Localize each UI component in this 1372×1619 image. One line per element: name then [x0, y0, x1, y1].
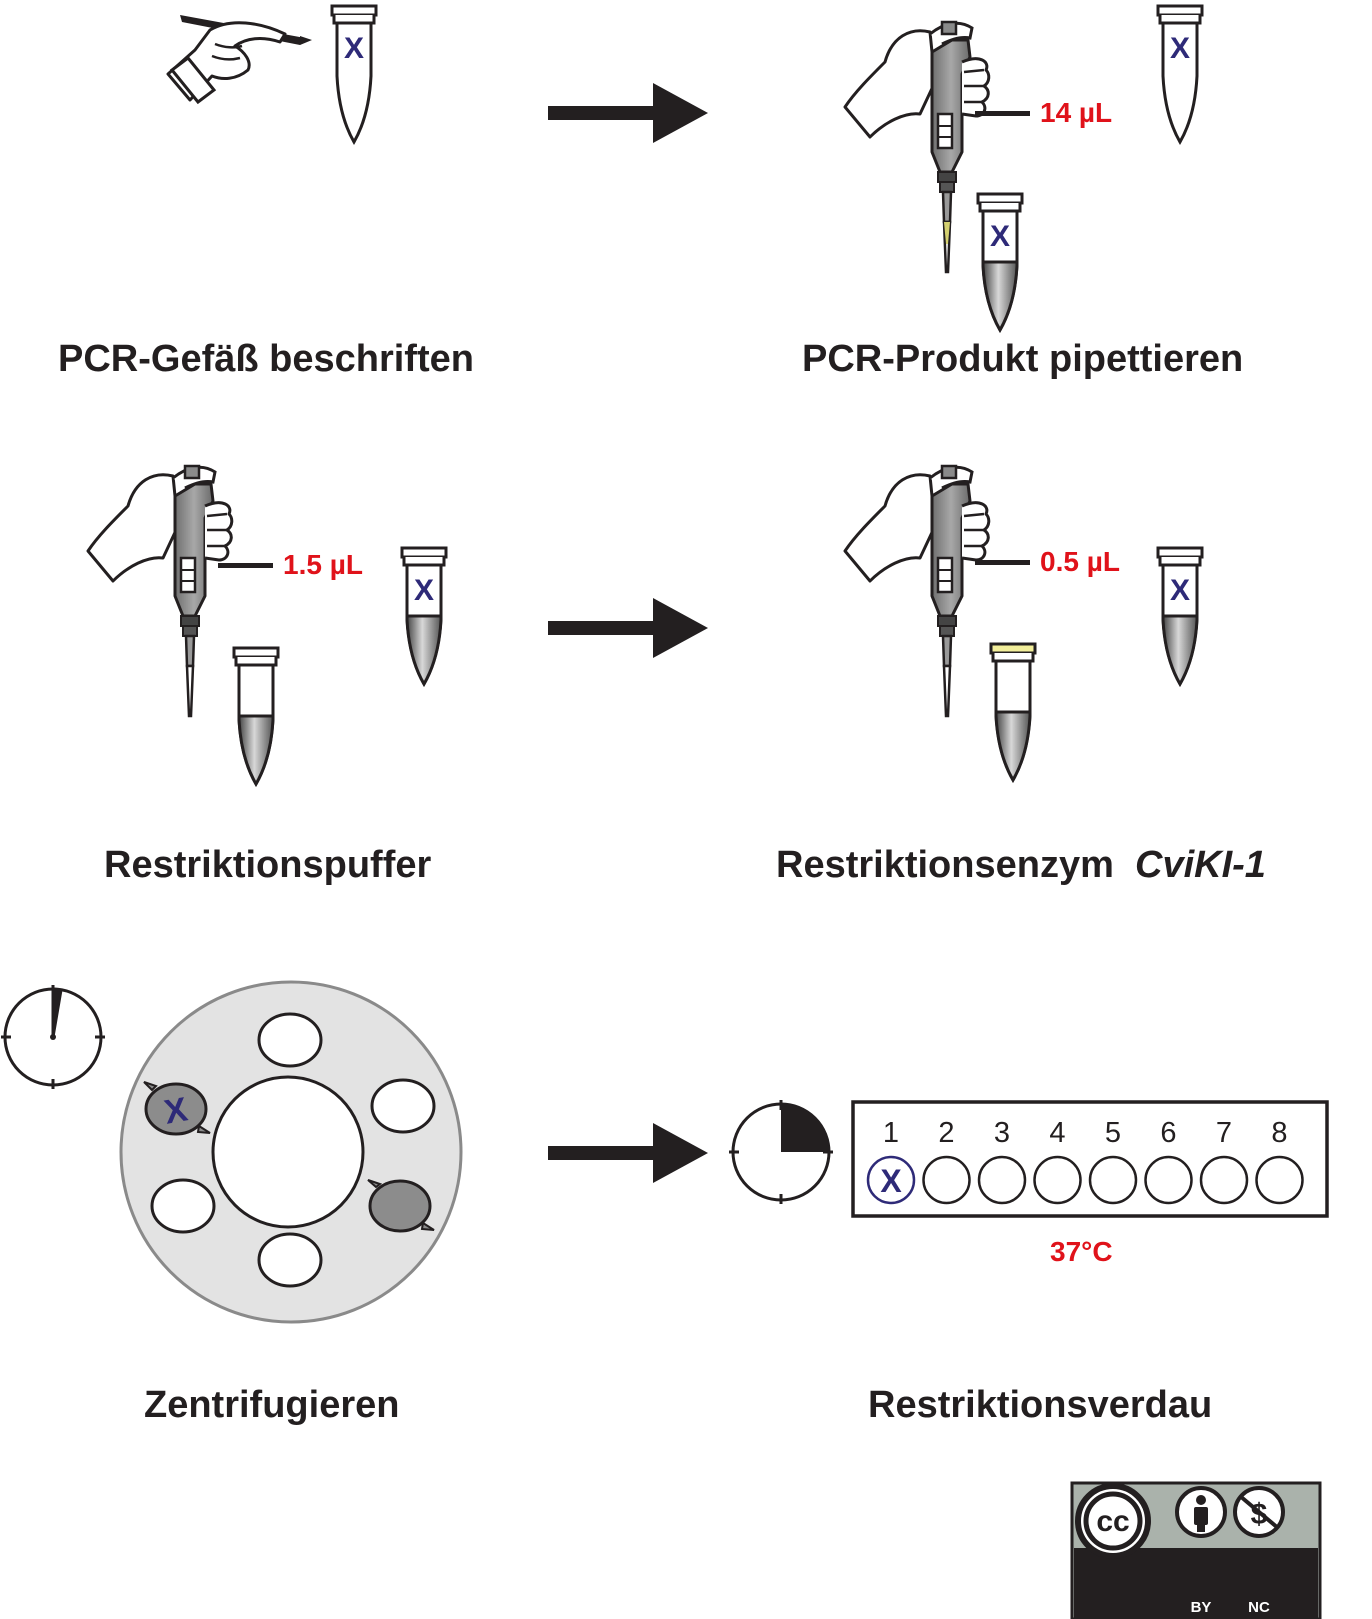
well-number: 6 [1160, 1117, 1176, 1149]
arrow-2 [548, 598, 708, 658]
tube-mark: X [1170, 32, 1190, 65]
tube-mark: X [1170, 574, 1190, 607]
step-caption: Restriktionsenzym CviKI-1 [776, 844, 1266, 887]
tube-mark: X [344, 32, 364, 65]
license-nc: NC [1248, 1599, 1270, 1616]
well [866, 1155, 916, 1205]
volume-label: 14 µL [1040, 97, 1113, 128]
step-caption-main: Restriktionsenzym [776, 844, 1114, 886]
tube-mark: X [414, 574, 434, 607]
tube-labeled: X [330, 4, 378, 144]
attribution-icon [1175, 1486, 1227, 1538]
step-caption: PCR-Produkt pipettieren [802, 338, 1244, 380]
well [1088, 1155, 1138, 1205]
timer-quarter-icon [729, 1100, 833, 1204]
well-number: 2 [938, 1117, 954, 1149]
arrow-1 [548, 83, 708, 143]
volume-label: 0.5 µL [1040, 546, 1120, 577]
step-caption: Restriktionspuffer [104, 844, 432, 886]
tube-enzyme [989, 642, 1037, 782]
enzyme-name: CviKI-1 [1135, 844, 1266, 886]
volume-pointer [975, 560, 1030, 565]
well [1199, 1155, 1249, 1205]
tube-mark: X [880, 1163, 902, 1199]
license-by: BY [1191, 1599, 1212, 1616]
well-number: 8 [1271, 1117, 1287, 1149]
tube-target: X [1156, 4, 1204, 144]
tube-target: X [1156, 546, 1204, 686]
step-caption: Zentrifugieren [144, 1384, 400, 1426]
volume-label: 1.5 µL [283, 549, 363, 580]
pipette-icon [843, 20, 991, 274]
tube-buffer [232, 646, 280, 786]
pipette-icon [843, 464, 991, 718]
well-number: 7 [1216, 1117, 1232, 1149]
well-number: 5 [1105, 1117, 1121, 1149]
tube-target: X [400, 546, 448, 686]
rotor-tube-balance [367, 1179, 435, 1233]
pipette-icon [86, 464, 234, 718]
well [1033, 1155, 1082, 1205]
well-number: 1 [883, 1117, 899, 1149]
centrifuge-rotor: X [119, 980, 463, 1324]
step-caption: PCR-Gefäß beschriften [58, 338, 474, 380]
arrow-3 [548, 1123, 708, 1183]
well [922, 1155, 971, 1205]
hand-pen-icon [166, 15, 312, 105]
rotor-tube-labeled: X [143, 1081, 211, 1136]
well [1144, 1155, 1193, 1205]
cc-logo-icon: cc [1075, 1483, 1151, 1559]
tube-pcr-product: X [976, 192, 1024, 332]
well-number: 4 [1049, 1117, 1065, 1149]
step-caption: Restriktionsverdau [868, 1384, 1213, 1426]
well [977, 1155, 1027, 1205]
well-number: 3 [994, 1117, 1010, 1149]
volume-pointer [975, 111, 1030, 116]
tube-mark: X [990, 220, 1010, 253]
thermoblock: 1X 2 3 4 5 6 7 8 [851, 1100, 1329, 1218]
timer-short-icon [1, 985, 105, 1089]
temperature-label: 37°C [1050, 1236, 1113, 1267]
cc-license-badge: cc $ BY NC [1070, 1481, 1322, 1619]
well [1255, 1155, 1304, 1205]
cc-logo-text: cc [1096, 1505, 1129, 1538]
volume-pointer [218, 563, 273, 568]
well-row: 1X 2 3 4 5 6 7 8 [866, 1117, 1304, 1205]
noncommercial-icon: $ [1233, 1486, 1285, 1538]
